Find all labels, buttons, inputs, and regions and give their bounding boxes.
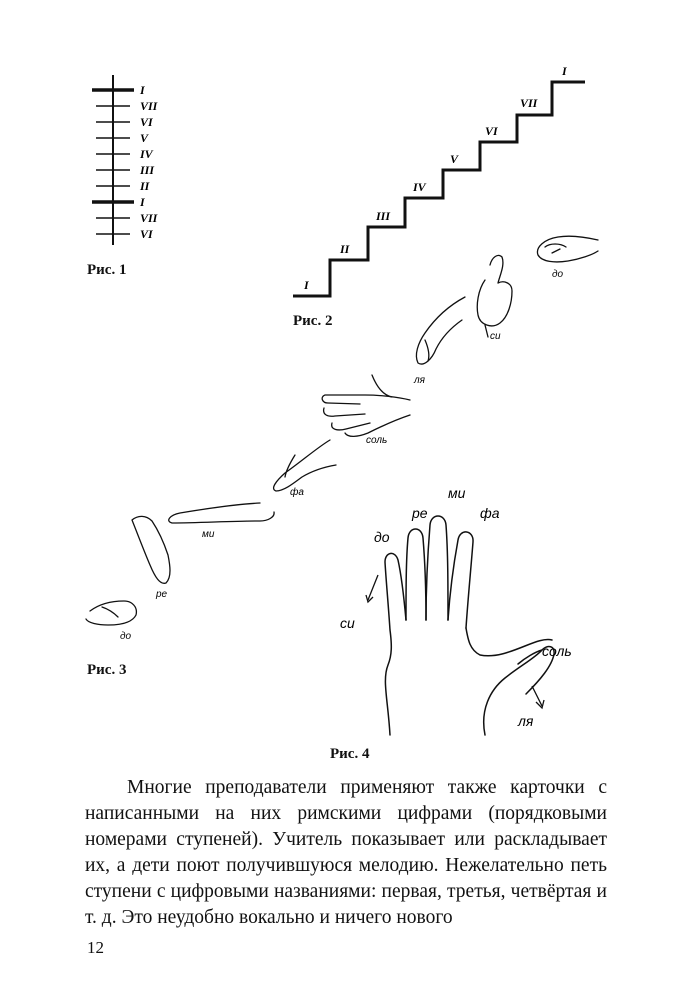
fig3-hand-signs: до си ля соль фа ми ре до <box>85 235 599 642</box>
fig4-label: до <box>374 529 390 545</box>
fig1-label: VII <box>140 99 159 113</box>
fig2-label: V <box>450 152 459 166</box>
fig1-label: I <box>139 83 146 97</box>
fig2-label: IV <box>412 180 427 194</box>
hand-mi-icon <box>168 502 275 524</box>
hand-do-top-icon <box>536 235 599 263</box>
page-number: 12 <box>87 938 104 957</box>
fig1-label: IV <box>139 147 154 161</box>
hand-sol-icon <box>321 374 411 438</box>
fig3-label: ми <box>202 529 215 540</box>
hand-fa-icon <box>272 439 337 492</box>
fig3-label: до <box>552 269 564 280</box>
fig2-caption: Рис. 2 <box>293 313 333 329</box>
paragraph: Многие преподаватели применяют также кар… <box>85 777 607 928</box>
fig4-label: ре <box>411 505 428 521</box>
fig3-label: ре <box>155 589 168 600</box>
fig1-label: VI <box>140 115 154 129</box>
hand-do-bottom-icon <box>85 600 138 626</box>
hand-si-icon <box>476 254 513 338</box>
fig1-caption: Рис. 1 <box>87 262 127 278</box>
palm-icon <box>384 515 555 736</box>
fig1-label: VI <box>140 227 154 241</box>
hand-la-icon <box>415 296 466 365</box>
fig4-label: фа <box>480 505 500 521</box>
fig2-label: I <box>303 278 310 292</box>
fig3-label: до <box>120 631 132 642</box>
fig2-label: II <box>339 242 351 256</box>
fig3-caption: Рис. 3 <box>87 662 127 678</box>
fig4-palm-diagram: до ре ми фа си соль ля <box>340 485 572 736</box>
hand-re-icon <box>131 515 171 584</box>
fig3-label: фа <box>290 486 304 498</box>
fig4-label: соль <box>542 643 572 659</box>
fig1-label: V <box>140 131 149 145</box>
fig2-label: III <box>375 209 391 223</box>
fig4-label: си <box>340 615 355 631</box>
fig3-label: соль <box>366 435 387 446</box>
fig2-label: VII <box>520 96 539 110</box>
fig2-staircase: I II III IV V VI VII I <box>293 64 585 298</box>
fig1-label: III <box>139 163 155 177</box>
fig1-label: II <box>139 179 151 193</box>
fig2-label: VI <box>485 124 499 138</box>
body-text: Многие преподаватели применяют также кар… <box>85 775 607 931</box>
fig1-label: I <box>139 195 146 209</box>
fig4-caption: Рис. 4 <box>330 746 370 762</box>
fig1-scale-ladder: I VII VI V IV III II I VII VI <box>92 75 159 245</box>
fig4-label: ля <box>517 713 534 729</box>
fig3-label: си <box>490 331 501 342</box>
fig3-label: ля <box>413 375 426 386</box>
fig4-label: ми <box>448 485 466 501</box>
fig1-label: VII <box>140 211 159 225</box>
fig2-label: I <box>561 64 568 78</box>
